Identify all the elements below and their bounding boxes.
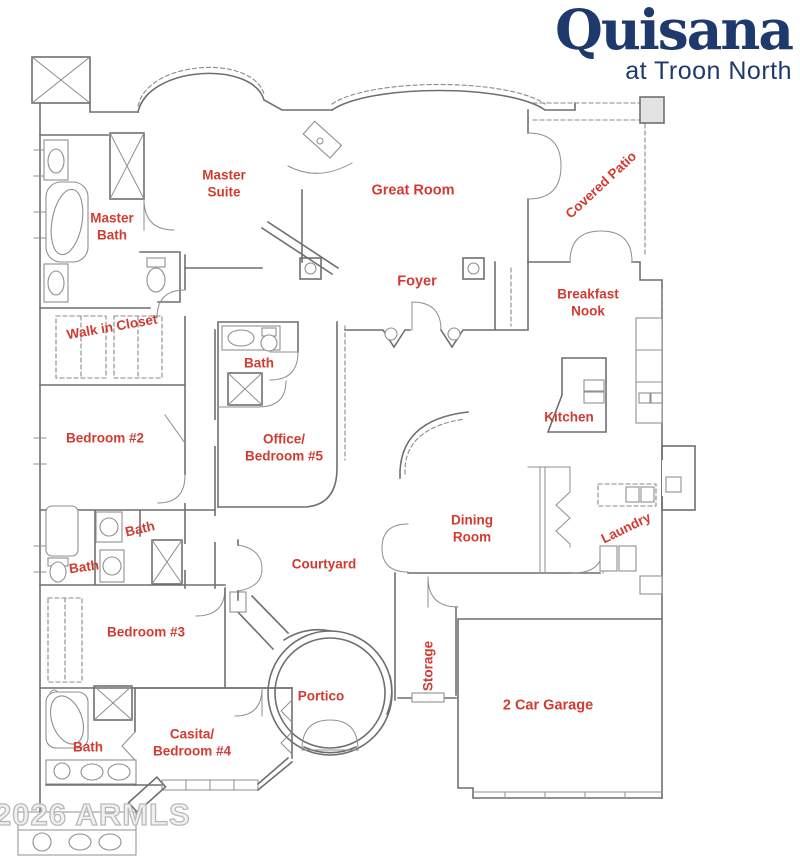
room-label-bath-casita: Bath (73, 739, 103, 755)
room-label-storage: Storage (420, 640, 436, 692)
armls-watermark: 2026 ARMLS (0, 796, 191, 832)
portico-circle (229, 539, 393, 756)
room-label-courtyard: Courtyard (291, 556, 357, 572)
exterior-fireplace (639, 445, 696, 595)
room-label-bedroom-3: Bedroom #3 (106, 624, 186, 640)
room-label-office-bedroom-5: Office/ Bedroom #5 (244, 431, 324, 464)
exterior-walls (31, 56, 665, 813)
room-label-bath-hall: Bath (244, 355, 274, 371)
logo-subtitle: at Troon North (625, 57, 792, 85)
room-label-garage: 2 Car Garage (502, 697, 594, 714)
garage-walls (394, 572, 663, 799)
logo-title: Quisana (554, 0, 794, 62)
community-logo: Quisana at Troon North (554, 0, 794, 85)
room-label-kitchen: Kitchen (544, 409, 594, 425)
room-label-bedroom-2: Bedroom #2 (65, 430, 145, 446)
room-label-foyer: Foyer (397, 273, 437, 290)
guest-bath-fixtures (39, 505, 293, 689)
room-label-great-room: Great Room (371, 182, 455, 199)
room-label-dining-room: Dining Room (451, 512, 493, 545)
room-label-breakfast-nook: Breakfast Nook (557, 286, 619, 319)
master-bath-fixtures (39, 132, 189, 589)
laundry-fixtures (597, 483, 657, 572)
room-label-casita-bedroom-4: Casita/ Bedroom #4 (152, 726, 232, 759)
kitchen-fixtures (527, 317, 663, 468)
dining-walls (381, 411, 604, 574)
foyer-walls (184, 120, 529, 349)
room-label-portico: Portico (297, 688, 345, 704)
room-label-master-bath: Master Bath (90, 210, 134, 243)
room-label-master-suite: Master Suite (202, 167, 246, 200)
office-walls (211, 321, 346, 589)
casita-fixtures (17, 685, 294, 856)
